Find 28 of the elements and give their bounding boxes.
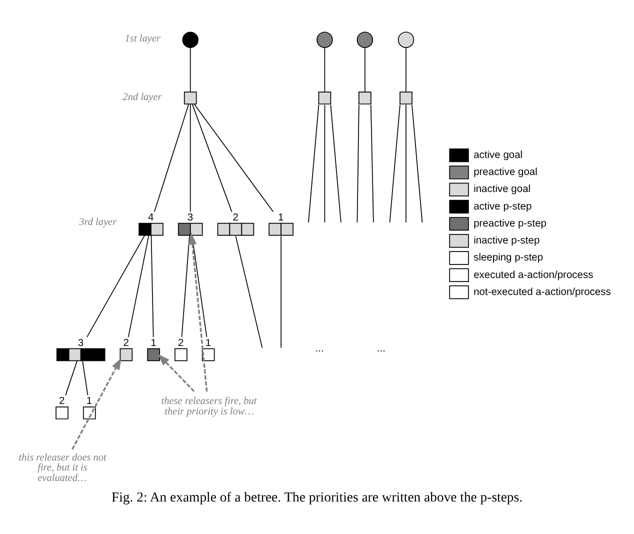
label: ... bbox=[376, 343, 386, 354]
legend-label: preactive goal bbox=[474, 167, 538, 178]
node-label: 3 bbox=[187, 212, 194, 224]
node-label: 1 bbox=[86, 396, 92, 407]
legend-label: inactive p-step bbox=[474, 236, 540, 247]
legend-label: active p-step bbox=[474, 201, 532, 212]
legend-label: preactive p-step bbox=[474, 218, 547, 230]
node-label: 1 bbox=[278, 212, 284, 224]
node-label: 2 bbox=[123, 338, 129, 349]
node-label: 3 bbox=[78, 338, 84, 349]
label: 3rd layer bbox=[79, 217, 117, 228]
legend-label: not-executed a-action/process bbox=[474, 286, 611, 298]
legend-label: sleeping p-step bbox=[474, 252, 544, 264]
node-text: this releaser does not fire, but it is evaluated… bbox=[18, 452, 106, 484]
legend-label: active goal bbox=[474, 150, 523, 161]
legend-label: executed a-action/process bbox=[474, 270, 594, 281]
label: 2nd layer bbox=[122, 92, 162, 103]
label: 1st layer bbox=[124, 34, 160, 45]
node-label: 2 bbox=[232, 212, 238, 224]
node-label: 2 bbox=[178, 338, 184, 349]
node-label: 1 bbox=[205, 338, 212, 349]
legend-label: inactive goal bbox=[474, 184, 531, 196]
node-label: 2 bbox=[59, 396, 65, 407]
node-label: 1 bbox=[150, 338, 156, 349]
node-text: these releasers fire, but their priority is low… bbox=[161, 396, 257, 418]
caption: Fig. 2: An example of a betree. The priorities are written above the p-steps. bbox=[111, 490, 523, 505]
label: ... bbox=[315, 343, 324, 354]
node-label: 4 bbox=[148, 212, 154, 224]
